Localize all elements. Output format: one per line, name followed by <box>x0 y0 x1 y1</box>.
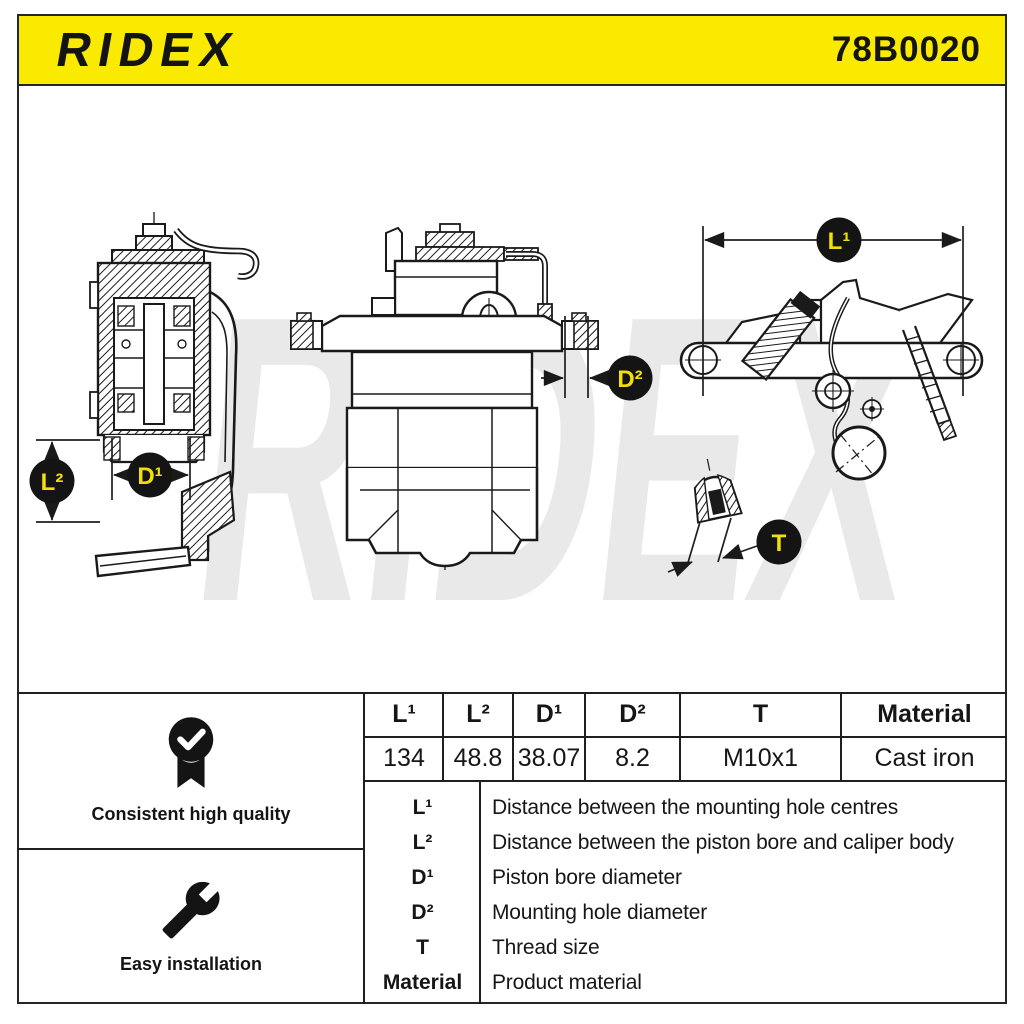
feature-installation: Easy installation <box>19 850 363 1004</box>
guide-bolt-drawing <box>693 458 743 524</box>
legend-row-l1: L¹ Distance between the mounting hole ce… <box>365 790 1007 825</box>
dim-label-d2: D² <box>607 355 653 401</box>
spec-value-l2: 48.8 <box>453 744 503 772</box>
svg-text:L¹: L¹ <box>828 228 851 255</box>
divider-feature-cells <box>17 848 365 850</box>
dim-label-l1: L¹ <box>816 217 862 263</box>
spec-col-d2: D² <box>619 700 646 728</box>
technical-drawing: RIDEX <box>29 212 984 687</box>
svg-text:D¹: D¹ <box>137 463 162 490</box>
spec-value-material: Cast iron <box>874 744 975 772</box>
legend-row-material: Material Product material <box>365 965 1007 1000</box>
table-header-row-line <box>363 736 1007 738</box>
part-number: 78B0020 <box>831 30 981 69</box>
front-view-drawing <box>290 223 599 572</box>
svg-text:T: T <box>772 530 787 557</box>
dimension-t <box>667 517 758 577</box>
top-view-drawing <box>679 278 984 481</box>
spec-col-d1: D¹ <box>535 700 563 728</box>
svg-text:L²: L² <box>41 469 64 496</box>
legend-description: Thread size <box>492 935 600 959</box>
spec-value-t: M10x1 <box>722 744 799 772</box>
legend-row-d1: D¹ Piston bore diameter <box>365 860 1007 895</box>
legend-description: Mounting hole diameter <box>492 900 708 924</box>
legend-row-t: T Thread size <box>365 930 1007 965</box>
feature-installation-label: Easy installation <box>119 954 263 974</box>
legend-row-d2: D² Mounting hole diameter <box>365 895 1007 930</box>
legend-description: Piston bore diameter <box>492 865 682 889</box>
feature-quality: Consistent high quality <box>19 694 363 848</box>
table-value-row-line <box>363 780 1007 782</box>
table-col-line-1 <box>442 692 444 782</box>
legend-symbol: L¹ <box>412 795 433 819</box>
legend: L¹ Distance between the mounting hole ce… <box>365 783 1007 1004</box>
wrench-icon <box>162 881 220 939</box>
svg-text:D²: D² <box>617 366 642 393</box>
dim-label-d1: D¹ <box>127 452 173 498</box>
spec-col-t: T <box>752 700 769 728</box>
legend-symbol: D¹ <box>411 865 434 889</box>
legend-symbol: Material <box>382 970 463 994</box>
divider-features-table <box>363 692 365 1004</box>
table-col-line-5 <box>840 692 842 782</box>
legend-description: Product material <box>492 970 642 994</box>
spec-col-l2: L² <box>466 700 490 728</box>
legend-description: Distance between the piston bore and cal… <box>492 830 954 854</box>
spec-col-l1: L¹ <box>392 700 416 728</box>
dim-label-t: T <box>756 519 802 565</box>
legend-symbol: D² <box>411 900 434 924</box>
legend-symbol: T <box>416 935 429 959</box>
spec-value-l1: 134 <box>383 744 425 772</box>
spec-col-material: Material <box>877 700 972 728</box>
side-view-drawing <box>89 212 260 578</box>
table-col-line-3 <box>584 692 586 782</box>
dim-label-l2: L² <box>29 458 75 504</box>
spec-value-d2: 8.2 <box>615 744 650 772</box>
ridex-logo: RIDEX <box>52 23 244 77</box>
header-bar: RIDEX 78B0020 <box>17 14 1007 86</box>
spec-value-d1: 38.07 <box>517 744 581 772</box>
legend-row-l2: L² Distance between the piston bore and … <box>365 825 1007 860</box>
table-col-line-2 <box>512 692 514 782</box>
legend-symbol: L² <box>412 830 433 854</box>
legend-divider-line <box>479 780 481 1004</box>
legend-description: Distance between the mounting hole centr… <box>492 795 899 819</box>
table-col-line-4 <box>679 692 681 782</box>
quality-badge-icon <box>168 717 214 788</box>
feature-quality-label: Consistent high quality <box>91 804 291 824</box>
